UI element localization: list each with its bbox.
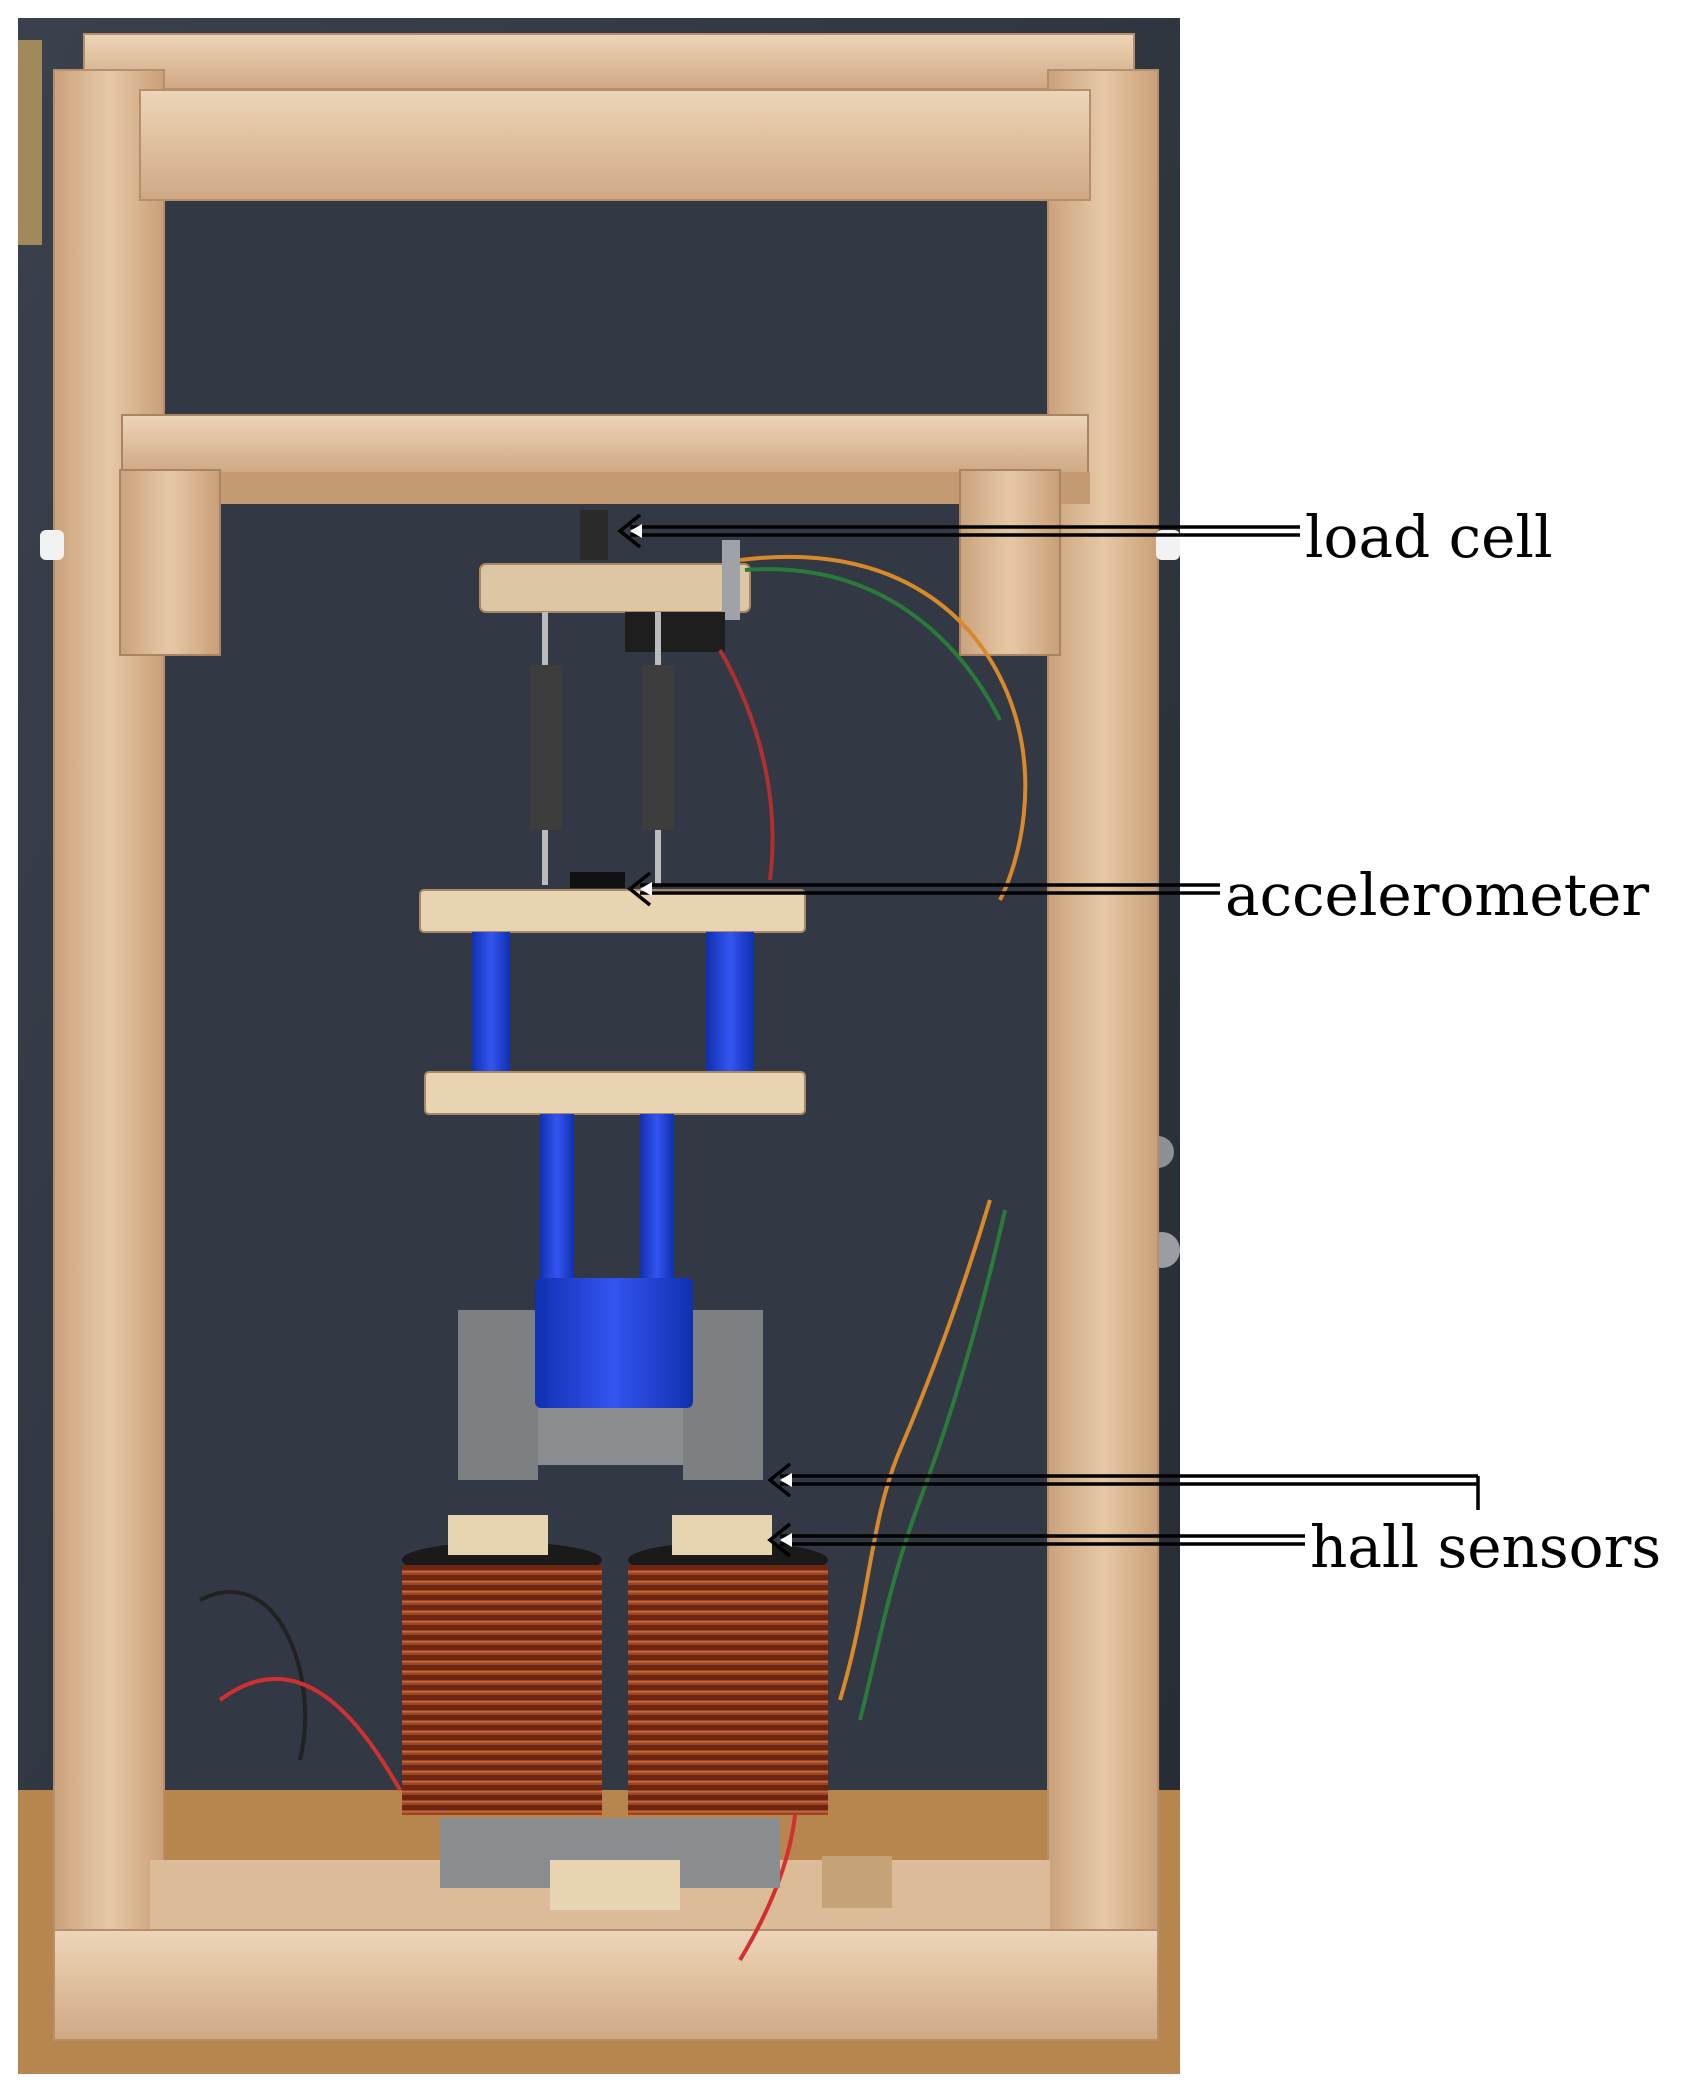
accelerometer-chip xyxy=(570,872,625,888)
annotation-arrow-heads xyxy=(630,524,792,1547)
hall-sensors-label: hall sensors xyxy=(1310,1513,1662,1581)
electromagnet-coils xyxy=(402,1515,828,1815)
load-cell xyxy=(479,510,751,652)
springs xyxy=(530,612,674,885)
wires xyxy=(199,554,1028,1962)
load-cell-label: load cell xyxy=(1305,503,1553,571)
moving-mass xyxy=(419,889,806,1480)
accelerometer-label: accelerometer xyxy=(1225,861,1650,929)
hinge xyxy=(18,40,42,245)
base xyxy=(440,1818,892,1910)
annotation-arrows xyxy=(617,513,1480,1558)
